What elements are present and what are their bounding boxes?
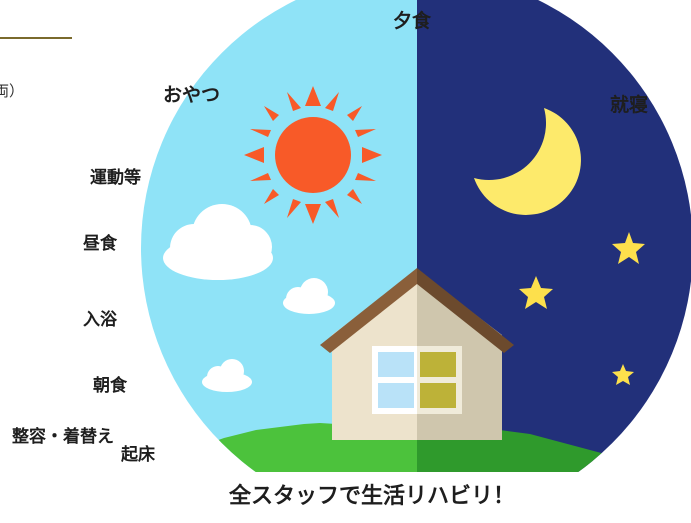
- cloud-small-icon: [283, 278, 335, 314]
- star-icon: [612, 364, 634, 385]
- label-wake: 起床: [121, 445, 155, 465]
- label-bath: 入浴: [83, 310, 117, 330]
- caption: 全スタッフで生活リハビリ！: [229, 484, 516, 509]
- corner-text-fragment: 両）: [0, 82, 25, 100]
- moon-icon: [474, 108, 581, 215]
- label-grooming: 整容・着替え: [12, 427, 114, 447]
- sun-icon: [244, 86, 382, 224]
- cloud-icon: [163, 204, 273, 280]
- label-breakfast: 朝食: [93, 376, 127, 396]
- label-snack: おやつ: [163, 84, 221, 106]
- star-icon: [612, 232, 645, 264]
- label-exercise: 運動等: [90, 168, 141, 188]
- label-bedtime: 就寝: [610, 94, 649, 116]
- house-icon: [320, 268, 514, 440]
- star-icon: [519, 276, 553, 309]
- label-lunch: 昼食: [83, 234, 117, 254]
- corner-divider-line: [0, 37, 72, 39]
- cloud-tiny-icon: [202, 359, 252, 392]
- label-dinner: 夕食: [393, 10, 432, 32]
